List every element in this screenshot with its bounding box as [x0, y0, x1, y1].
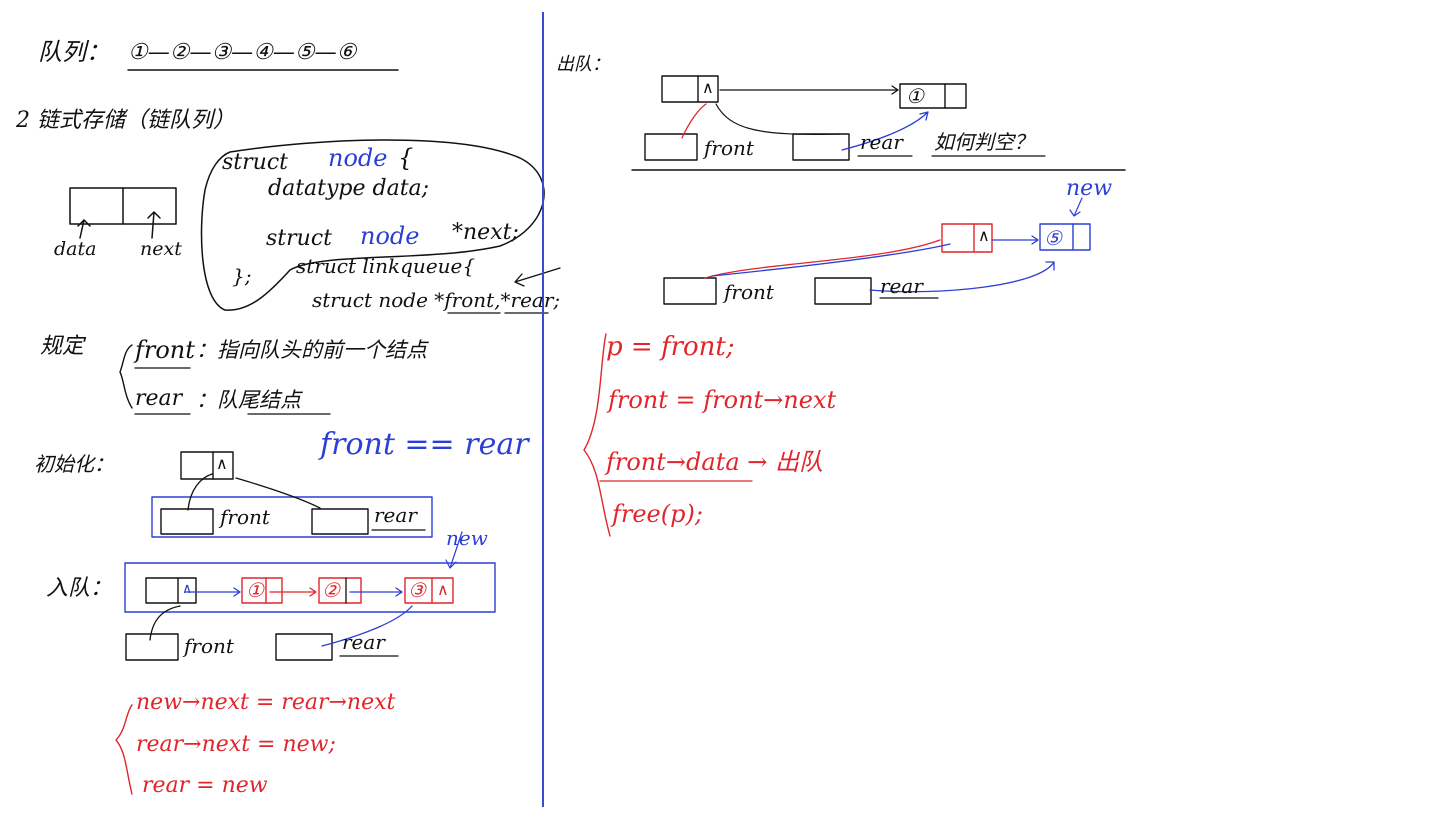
- enq-null-head: ∧: [182, 581, 193, 597]
- node-diagram: [69, 187, 177, 239]
- rule-front-name: front: [135, 336, 195, 364]
- panel-divider: [542, 12, 544, 807]
- node-data-label: data: [54, 238, 97, 260]
- init-rear-label: rear: [374, 503, 417, 527]
- init-null-mark: ∧: [216, 454, 228, 473]
- struct-cloud-outline: [200, 139, 545, 311]
- chain-title: 2 链式存储（链队列）: [16, 108, 235, 133]
- init-front-label: front: [220, 505, 270, 529]
- init-diagram: [151, 451, 433, 538]
- deq-code-brace: [583, 333, 611, 537]
- enq-code-line-2: rear→next = new;: [136, 732, 336, 757]
- enq-node-3: ③: [408, 578, 426, 602]
- rule-rear-name: rear: [135, 386, 183, 411]
- deq1-null-mark: ∧: [702, 78, 714, 97]
- init-label: 初始化：: [34, 452, 114, 476]
- deq2-rear-label: rear: [880, 274, 923, 298]
- struct-arrow: [514, 267, 561, 287]
- deq-code-line-1: p = front;: [606, 332, 735, 362]
- struct-brace: {: [398, 144, 414, 172]
- dequeue-diagram-2: [663, 197, 1091, 305]
- struct-node-name: node: [328, 144, 388, 172]
- deq1-node: ①: [906, 84, 924, 108]
- struct-end: };: [232, 264, 252, 288]
- deq2-null-mark: ∧: [978, 226, 990, 245]
- enq-code-line-1: new→next = rear→next: [136, 690, 396, 715]
- queue-sequence: ①—②—③—④—⑤—⑥: [128, 40, 357, 65]
- enq-node-1: ①: [246, 578, 264, 602]
- enq-null-tail: ∧: [437, 580, 449, 599]
- deq2-front-label: front: [724, 280, 774, 304]
- deq-code-line-3: front→data → 出队: [606, 448, 824, 476]
- deq2-node: ⑤: [1044, 226, 1062, 250]
- init-caption: front == rear: [320, 427, 529, 462]
- enq-code-line-3: rear = new: [142, 773, 268, 798]
- rule-brace: [119, 344, 133, 409]
- deq1-rear-label: rear: [860, 130, 903, 154]
- struct-field-data: datatype data;: [268, 176, 430, 201]
- enqueue-label: 入队：: [46, 576, 113, 601]
- enq-code-brace: [115, 704, 133, 795]
- rule-front-desc: ：指向队头的前一个结点: [196, 338, 427, 362]
- linkqueue-field: struct node *front,*rear;: [312, 288, 561, 312]
- linkqueue-decl: struct linkqueue{: [296, 254, 476, 278]
- struct-next-field: *next;: [452, 220, 519, 245]
- deq1-empty-note: 如何判空？: [934, 130, 1034, 154]
- enqueue-diagram: [124, 531, 496, 661]
- deq2-new-label: new: [1066, 176, 1113, 201]
- rule-label: 规定: [40, 334, 85, 359]
- rule-rear-desc: ：队尾结点: [196, 388, 301, 412]
- dequeue-diagram-1: [631, 75, 1126, 171]
- enq-node-2: ②: [322, 578, 340, 602]
- struct-next-name: node: [360, 222, 420, 250]
- enq-rear-label: rear: [342, 630, 385, 654]
- dequeue-label: 出队：: [556, 54, 610, 75]
- deq-code-line-4: free(p);: [612, 500, 703, 528]
- deq-code-line-2: front = front→next: [608, 386, 837, 414]
- struct-node-keyword: struct: [222, 150, 288, 175]
- queue-label: 队列：: [38, 38, 110, 66]
- enq-new-label: new: [446, 526, 488, 550]
- enq-front-label: front: [184, 634, 234, 658]
- struct-next-keyword: struct: [266, 226, 332, 251]
- deq1-front-label: front: [704, 136, 754, 160]
- node-next-label: next: [140, 238, 182, 260]
